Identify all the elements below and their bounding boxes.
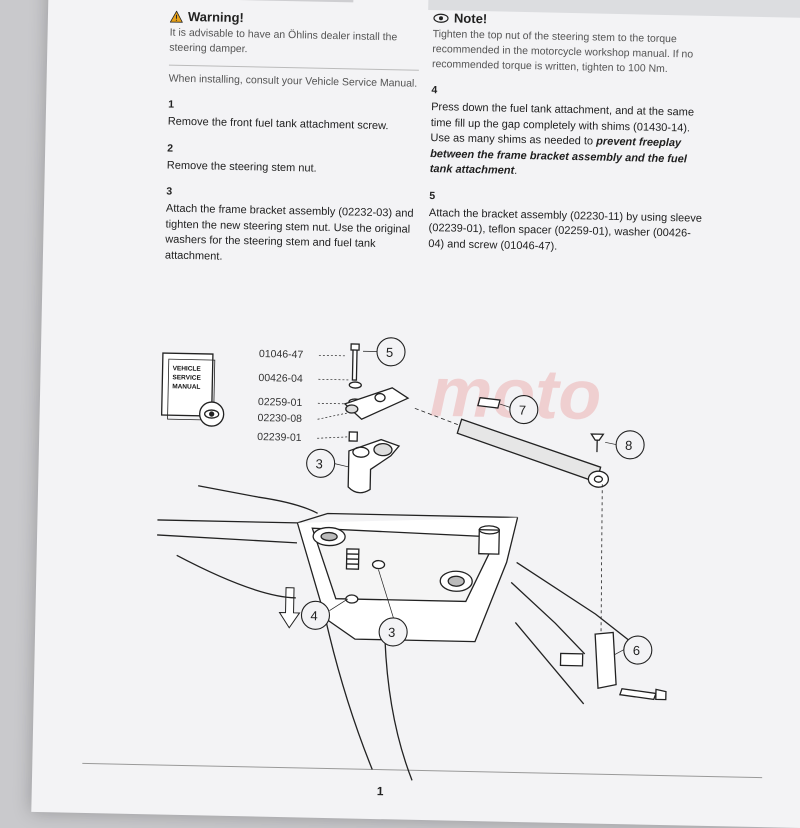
part-label: 02230-08	[257, 412, 302, 425]
part-label: 02239-01	[257, 431, 302, 444]
installation-diagram: moto VEHICLE SERVICE MANUAL 01046-47 004…	[0, 0, 800, 800]
vehicle-service-manual-icon: VEHICLE SERVICE MANUAL	[161, 353, 224, 426]
manual-line: MANUAL	[172, 383, 200, 391]
watermark-logo: moto	[429, 353, 602, 435]
manual-line: SERVICE	[172, 374, 201, 382]
callout-number: 5	[386, 345, 394, 360]
callout-number: 7	[519, 402, 527, 417]
part-label: 02259-01	[258, 396, 303, 409]
callout-number: 3	[388, 625, 396, 640]
callout-number: 6	[633, 643, 641, 658]
callout-number: 8	[625, 438, 633, 453]
part-label: 00426-04	[258, 372, 303, 385]
callout-number: 3	[315, 456, 323, 471]
manual-line: VEHICLE	[173, 365, 202, 373]
callout-number: 4	[310, 608, 318, 623]
part-label: 01046-47	[259, 348, 304, 361]
